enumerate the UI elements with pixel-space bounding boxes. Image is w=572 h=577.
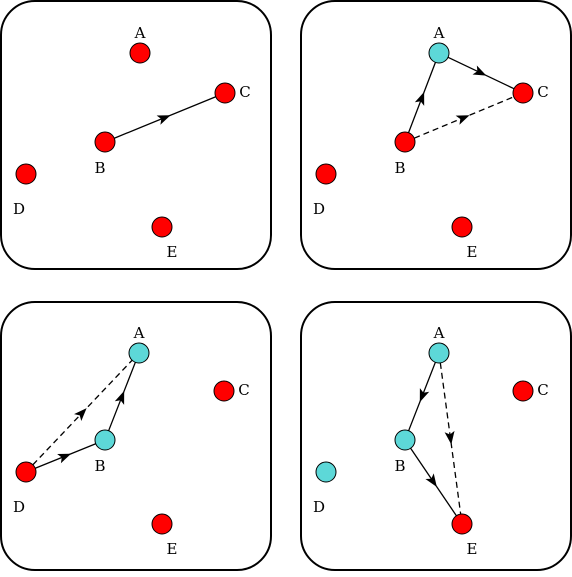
node-D: D — [13, 163, 37, 218]
edge-arrowhead — [472, 65, 487, 76]
edge-A-B — [408, 362, 436, 431]
node-label: C — [537, 83, 548, 101]
panel-bottom-left: A B C D E — [0, 301, 272, 571]
edge-B-C — [114, 96, 216, 139]
panel-frame — [300, 301, 572, 571]
panel-frame — [0, 0, 272, 270]
edge-arrowhead — [156, 115, 171, 125]
edge-arrowhead — [444, 430, 455, 445]
edge-arrowhead — [419, 388, 430, 403]
node-label: C — [239, 83, 250, 101]
panel-top-left: A B C D E — [0, 0, 272, 270]
node-label: C — [537, 381, 548, 399]
node-B: B — [394, 131, 416, 177]
node-circle — [94, 429, 116, 451]
panel-top-right: A B C D E — [300, 0, 572, 270]
edge-B-E — [410, 447, 457, 517]
node-E: E — [151, 513, 178, 558]
node-E: E — [451, 513, 478, 558]
node-circle — [129, 42, 151, 64]
edge-arrowhead — [74, 408, 87, 422]
node-label: B — [94, 159, 105, 177]
edge-D-A — [32, 359, 133, 466]
node-circle — [428, 42, 450, 64]
node-D: D — [313, 461, 337, 516]
node-label: D — [13, 200, 25, 218]
node-circle — [151, 513, 173, 535]
edge-arrowhead — [414, 91, 425, 106]
node-label: A — [433, 324, 445, 342]
node-circle — [428, 342, 450, 364]
node-D: D — [13, 461, 37, 516]
edge-arrowhead — [57, 453, 72, 464]
node-circle — [15, 163, 37, 185]
node-label: E — [167, 243, 178, 261]
node-circle — [315, 461, 337, 483]
node-label: B — [94, 457, 105, 475]
edge-arrowhead — [425, 473, 437, 487]
node-circle — [394, 429, 416, 451]
node-B: B — [94, 131, 116, 177]
node-label: B — [394, 457, 405, 475]
node-A: A — [128, 324, 150, 364]
node-circle — [151, 216, 173, 238]
node-C: C — [214, 82, 251, 104]
node-label: C — [238, 381, 249, 399]
node-circle — [315, 163, 337, 185]
node-label: D — [313, 200, 325, 218]
node-label: E — [467, 540, 478, 558]
node-circle — [94, 131, 116, 153]
node-label: E — [167, 540, 178, 558]
edge-B-A — [108, 362, 136, 431]
panel-frame — [0, 301, 272, 571]
node-circle — [451, 513, 473, 535]
edge-B-A — [407, 62, 437, 133]
node-C: C — [512, 380, 549, 402]
node-E: E — [451, 216, 478, 261]
edge-arrowhead — [114, 390, 125, 405]
edge-arrowhead — [455, 115, 470, 125]
panel-bottom-right: A B C D E — [300, 301, 572, 571]
node-label: D — [13, 498, 25, 516]
node-A: A — [428, 324, 450, 364]
node-label: B — [394, 159, 405, 177]
node-label: A — [133, 324, 145, 342]
node-circle — [512, 380, 534, 402]
edge-A-E — [439, 362, 462, 515]
node-circle — [15, 461, 37, 483]
node-B: B — [94, 429, 116, 475]
panel-frame — [300, 0, 572, 270]
node-circle — [128, 342, 150, 364]
node-label: A — [134, 24, 146, 42]
node-label: A — [433, 24, 445, 42]
node-B: B — [394, 429, 416, 475]
node-A: A — [428, 24, 450, 64]
node-circle — [394, 131, 416, 153]
node-C: C — [512, 82, 549, 104]
node-circle — [512, 82, 534, 104]
edge-D-B — [35, 443, 96, 469]
node-E: E — [151, 216, 178, 261]
edge-B-C — [413, 96, 515, 139]
node-label: E — [467, 243, 478, 261]
edge-A-C — [447, 56, 515, 90]
node-circle — [451, 216, 473, 238]
node-A: A — [129, 24, 151, 64]
edge-line — [439, 362, 462, 515]
node-circle — [213, 380, 235, 402]
node-label: D — [313, 498, 325, 516]
node-C: C — [213, 380, 250, 402]
node-circle — [214, 82, 236, 104]
node-D: D — [313, 163, 337, 218]
